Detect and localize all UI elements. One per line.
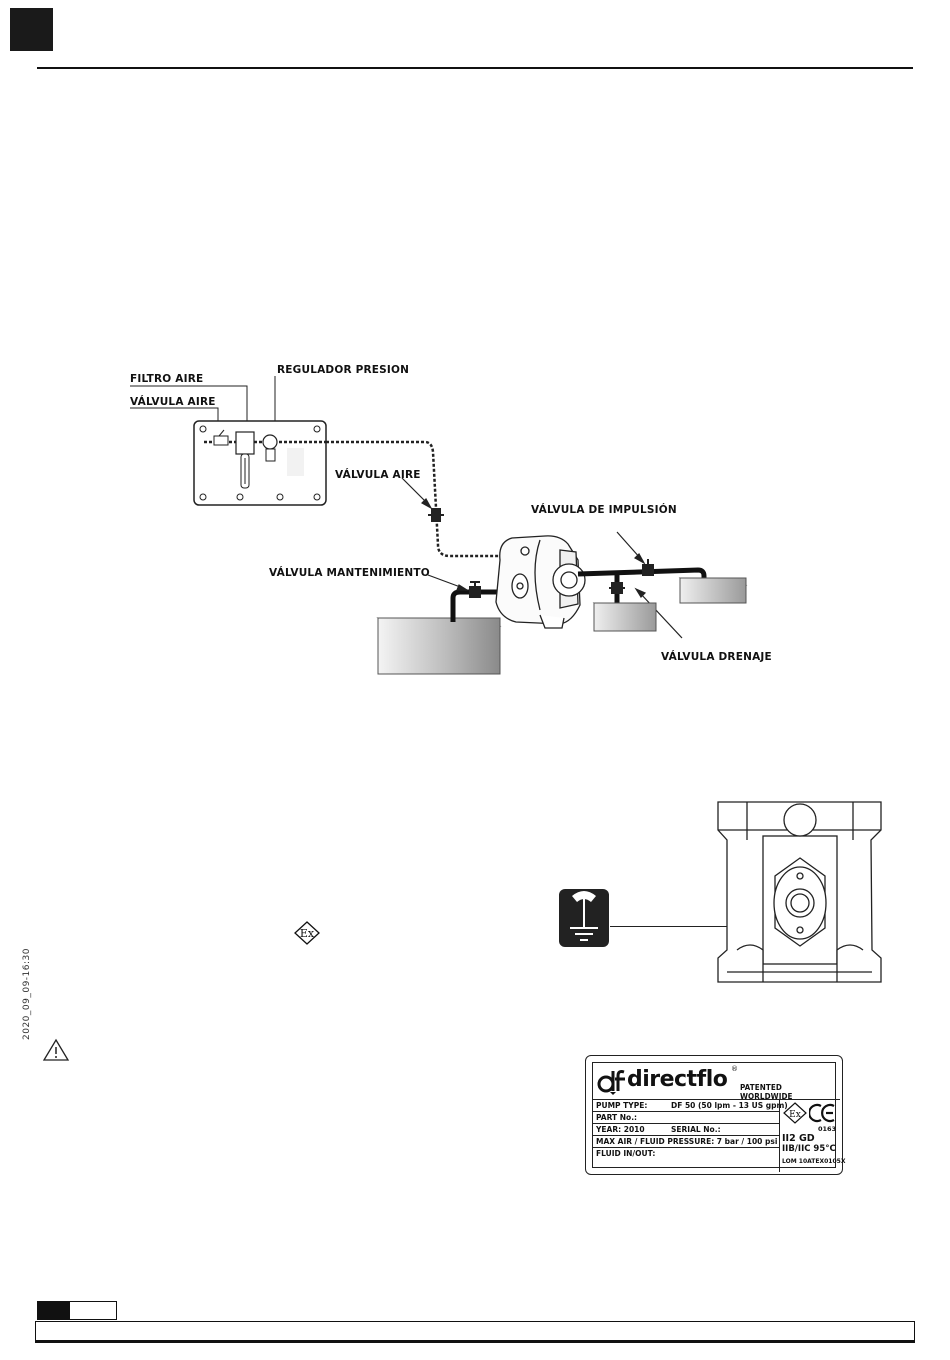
arrow-drenaje <box>634 587 683 639</box>
maintenance-valve <box>469 581 481 598</box>
label-filtro-aire: FILTRO AIRE <box>130 373 204 385</box>
discharge-valve <box>642 559 654 576</box>
nameplate-frame: directflo ® PATENTED WORLDWIDE PUMP TYPE… <box>592 1062 845 1172</box>
air-panel <box>193 420 327 506</box>
installation-diagram <box>130 376 748 675</box>
label-valvula-mantenimiento: VÁLVULA MANTENIMIENTO <box>269 567 430 579</box>
footer-bar <box>35 1321 915 1343</box>
pump-front-view <box>717 801 882 983</box>
plate-row-part-no: PART No.: <box>593 1111 779 1123</box>
side-stamp: 2020_09_09-16:30 <box>22 948 32 1040</box>
arrow-impulsion <box>616 531 646 565</box>
pump-body <box>495 535 586 629</box>
ex-atex-icon: Ex <box>294 921 320 945</box>
plate-row-fluid: FLUID IN/OUT: <box>593 1147 779 1159</box>
ce-number: 0163 <box>818 1125 837 1133</box>
plate-row-year: YEAR: 2010 SERIAL No.: <box>593 1123 779 1135</box>
nameplate: directflo ® PATENTED WORLDWIDE PUMP TYPE… <box>585 1055 845 1175</box>
label-regulador-presion: REGULADOR PRESION <box>277 364 410 376</box>
drain-tank <box>592 602 658 632</box>
ground-wire <box>610 926 776 927</box>
air-hose <box>326 440 520 558</box>
plate-cert-block: Ex 0163 II2 GD IIB/IIC 95°C LOM 10ATEX01… <box>779 1099 845 1172</box>
label-valvula-aire-top: VÁLVULA AIRE <box>130 396 216 408</box>
gas-group: IIB/IIC 95°C <box>782 1144 836 1154</box>
registered-mark: ® <box>731 1065 738 1073</box>
df-logo-icon <box>597 1070 625 1095</box>
discharge-tank <box>678 577 748 604</box>
footer-black-tab <box>38 1302 70 1320</box>
brand-name: directflo <box>627 1067 728 1092</box>
header-rule <box>37 67 913 69</box>
label-valvula-impulsion: VÁLVULA DE IMPULSIÓN <box>531 504 677 516</box>
svg-text:Ex: Ex <box>789 1110 801 1120</box>
ce-mark-icon <box>809 1103 835 1123</box>
footer-page-box <box>37 1301 117 1320</box>
corner-block <box>10 8 53 51</box>
arrow-air-valve <box>401 477 433 510</box>
warning-icon <box>42 1038 70 1061</box>
ex-plate-icon: Ex <box>783 1102 807 1124</box>
svg-text:Ex: Ex <box>300 927 315 940</box>
ex-class: II2 GD <box>782 1133 815 1144</box>
plate-row-pump-type: PUMP TYPE: DF 50 (50 lpm - 13 US gpm) <box>593 1099 788 1111</box>
plate-row-pressure: MAX AIR / FLUID PRESSURE: 7 bar / 100 ps… <box>593 1135 779 1147</box>
suction-tank <box>376 617 502 675</box>
arrow-maintenance <box>427 574 470 591</box>
air-valve-mid <box>428 508 444 522</box>
drain-valve <box>609 582 625 594</box>
grounding-icon <box>559 889 609 947</box>
label-valvula-drenaje: VÁLVULA DRENAJE <box>661 651 772 663</box>
certificate-number: LOM 10ATEX0105X <box>782 1158 846 1165</box>
discharge-pipe <box>577 567 707 582</box>
patented-text: PATENTED WORLDWIDE <box>740 1083 793 1101</box>
suction-pipe <box>450 589 502 622</box>
label-valvula-aire-mid: VÁLVULA AIRE <box>335 469 421 481</box>
label-leader-lines <box>130 376 276 422</box>
